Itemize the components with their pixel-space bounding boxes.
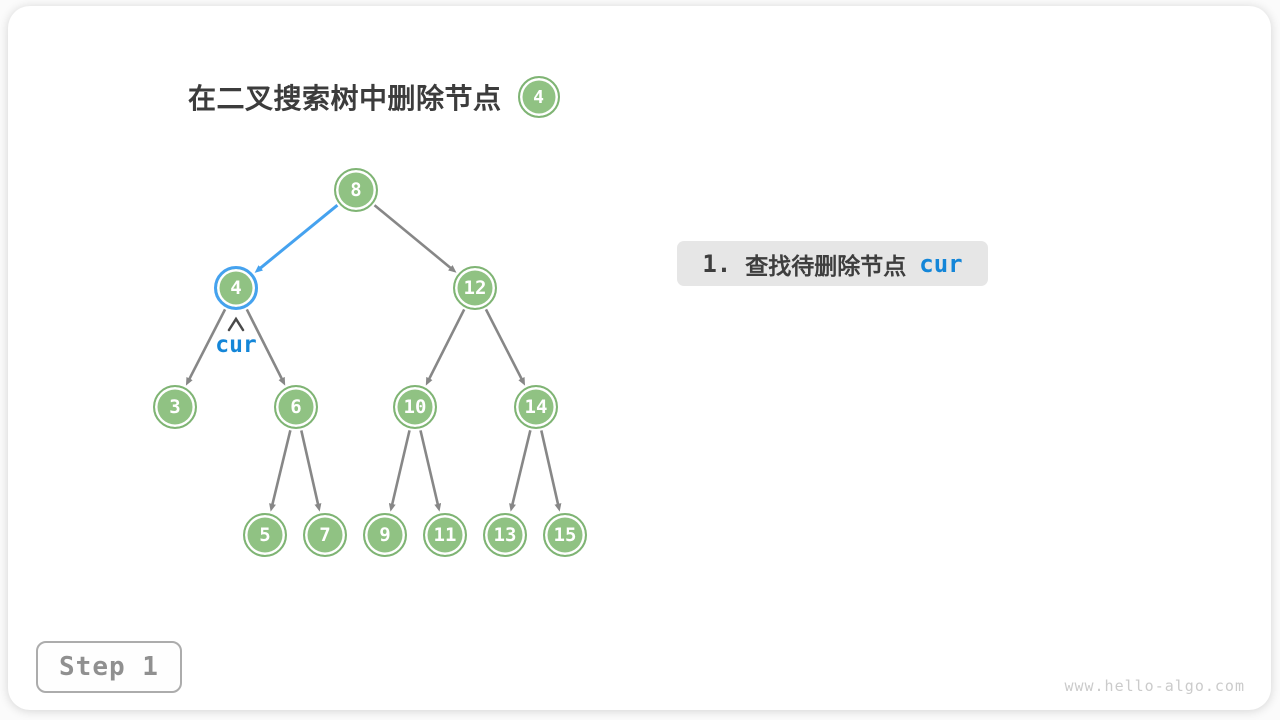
tree-node-15: 15 — [543, 513, 587, 557]
tree-node-14: 14 — [514, 385, 558, 429]
tree-node-12: 12 — [453, 266, 497, 310]
tree-node-10: 10 — [393, 385, 437, 429]
page-title: 在二叉搜索树中删除节点 — [188, 83, 502, 114]
tree-node-9: 9 — [363, 513, 407, 557]
tree-node-4: 4 — [214, 266, 258, 310]
title-badge-value: 4 — [533, 86, 544, 108]
step-text: 查找待删除节点 — [745, 252, 907, 279]
step-description-panel: 1. 查找待删除节点 cur — [677, 241, 988, 286]
step-number: 1. — [702, 249, 732, 278]
title-row: 在二叉搜索树中删除节点 4 — [188, 76, 560, 118]
step-button[interactable]: Step 1 — [36, 641, 182, 693]
title-badge-node: 4 — [517, 76, 560, 118]
pointer-label-cur: cur — [215, 332, 257, 358]
tree-node-5: 5 — [243, 513, 287, 557]
tree-node-7: 7 — [303, 513, 347, 557]
tree-node-8: 8 — [334, 168, 378, 212]
watermark: www.hello-algo.com — [1064, 677, 1245, 695]
tree-node-6: 6 — [274, 385, 318, 429]
tree-node-11: 11 — [423, 513, 467, 557]
step-code-token: cur — [919, 249, 963, 278]
tree-node-3: 3 — [153, 385, 197, 429]
tree-node-13: 13 — [483, 513, 527, 557]
